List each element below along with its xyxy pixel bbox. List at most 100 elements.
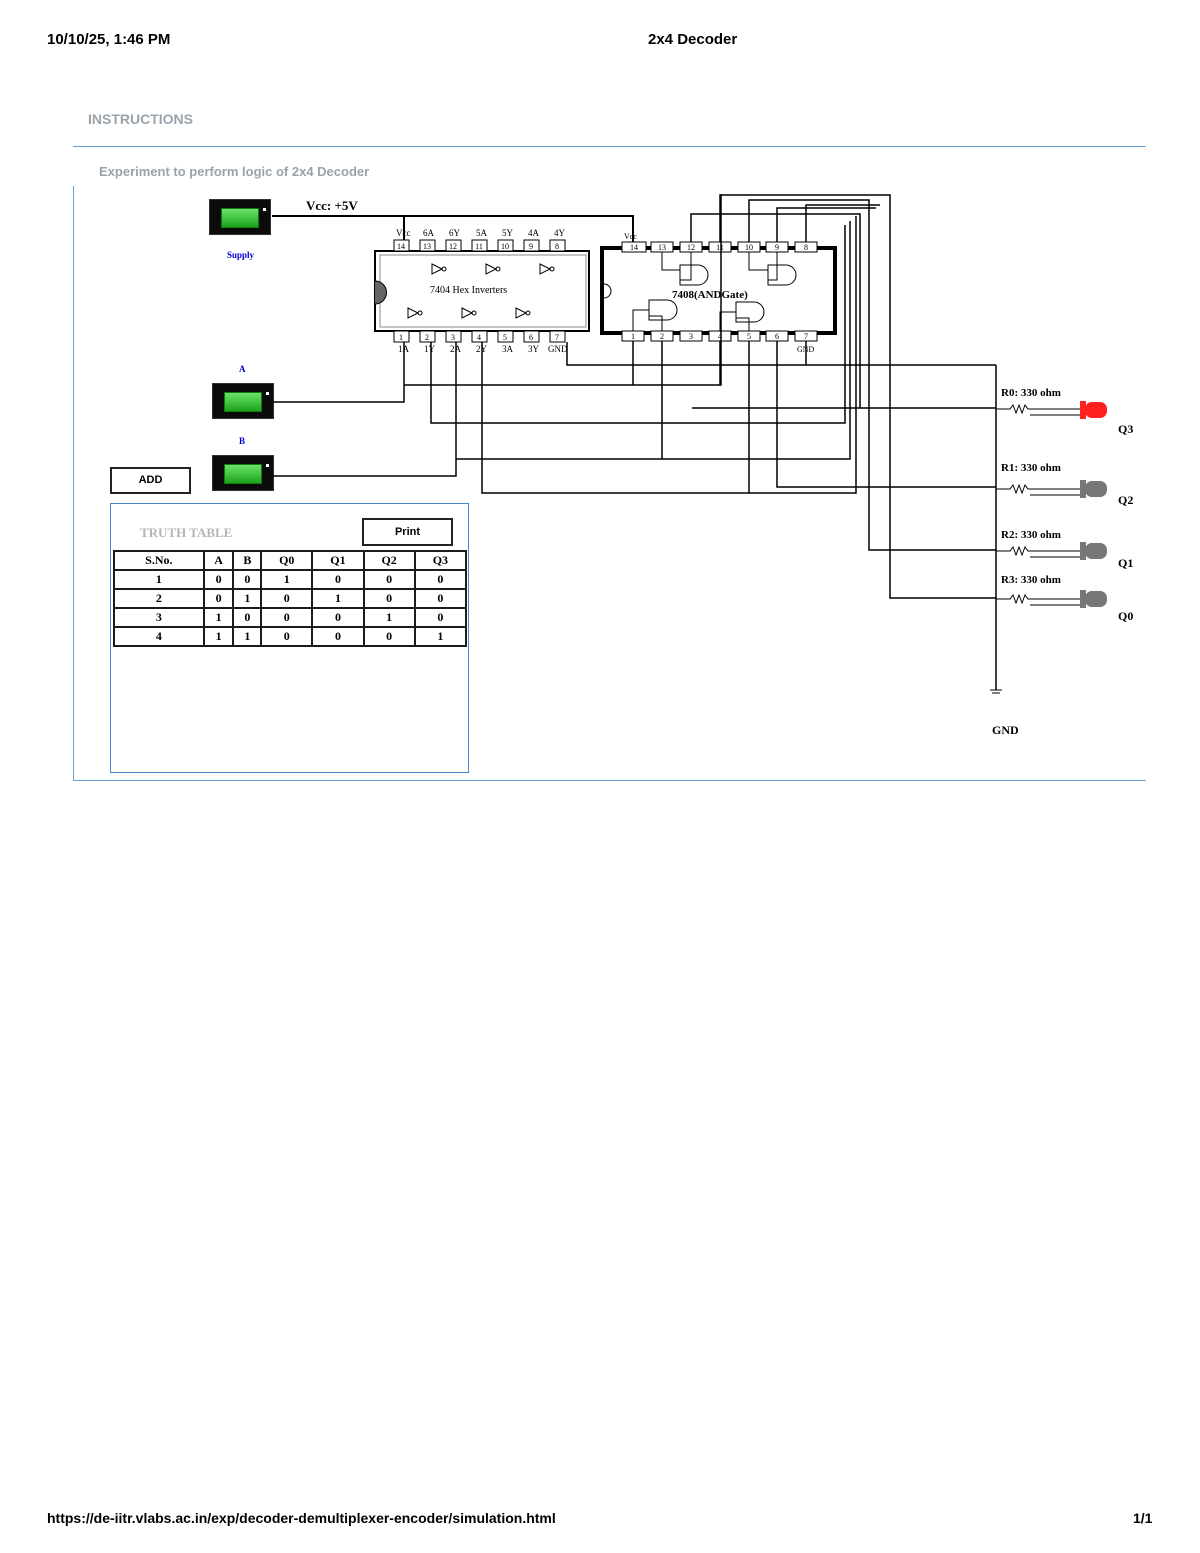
table-cell: 0 (204, 571, 233, 588)
ic7404-bottom-pin-label: 3Y (528, 344, 540, 354)
ic7408-pin-number: 4 (718, 332, 722, 341)
print-page-title: 2x4 Decoder (648, 31, 738, 48)
ic7404-pin-number: 3 (451, 333, 455, 342)
table-cell: 1 (234, 590, 261, 607)
ic7404-pin-number: 8 (555, 242, 559, 251)
ic7404-top-pin-label: 5A (476, 228, 488, 238)
led-q1-body (1085, 543, 1107, 559)
table-cell: 1 (204, 609, 233, 626)
header-q0: Q0 (262, 552, 312, 569)
table-cell: 0 (234, 609, 261, 626)
table-cell: 1 (115, 571, 203, 588)
ic7408-pin-number: 10 (745, 243, 753, 252)
led-q2-body (1085, 481, 1107, 497)
ic7408-pin-number: 5 (747, 332, 751, 341)
ic7404-pin-number: 2 (425, 333, 429, 342)
ic7408-vcc-label: Vcc (624, 232, 637, 241)
ic7404-name: 7404 Hex Inverters (430, 285, 507, 296)
print-page-number: 1/1 (1133, 1510, 1153, 1526)
ic7404-pin-number: 10 (501, 242, 509, 251)
print-datetime: 10/10/25, 1:46 PM (47, 31, 171, 48)
led-q1 (1080, 542, 1107, 560)
resistor-r2-label: R2: 330 ohm (1001, 529, 1061, 541)
header-q2: Q2 (364, 552, 414, 569)
header-q3: Q3 (415, 552, 465, 569)
ic7404-top-pin-label: 4A (528, 228, 540, 238)
top-divider (73, 146, 1146, 147)
table-cell: 0 (364, 628, 414, 645)
switch-b[interactable] (212, 455, 274, 491)
table-cell: 1 (364, 609, 414, 626)
led-q2 (1080, 480, 1107, 498)
ic7404-pin-number: 12 (449, 242, 457, 251)
gnd-label: GND (992, 723, 1019, 737)
ic7404-bottom-pin-label: GND (548, 344, 568, 354)
instructions-tab[interactable]: INSTRUCTIONS (88, 111, 193, 127)
ic7408-pin-number: 2 (660, 332, 664, 341)
truth-table-header-row: S.No. A B Q0 Q1 Q2 Q3 (115, 552, 465, 569)
ic7408-name: 7408(ANDGate) (672, 289, 748, 301)
ic7404-top-pin-label: 6Y (449, 228, 461, 238)
ic7404-pin-number: 7 (555, 333, 559, 342)
led-q0-rim (1080, 590, 1086, 608)
truth-table-panel (110, 503, 469, 773)
supply-switch-knob (221, 208, 259, 228)
ic7404-top-pin-label: 5Y (502, 228, 514, 238)
output-label-q1: Q1 (1118, 556, 1133, 570)
led-q2-rim (1080, 480, 1086, 498)
output-stage: R0: 330 ohm R1: 330 ohm R2: 330 ohm R3: … (990, 387, 1133, 737)
table-cell: 3 (115, 609, 203, 626)
ic7408-pin-number: 7 (804, 332, 808, 341)
table-cell: 0 (313, 628, 363, 645)
ic7404-pin-number: 4 (477, 333, 481, 342)
ic7404-pin-number: 9 (529, 242, 533, 251)
signal-wires (273, 194, 997, 690)
table-cell: 0 (415, 609, 465, 626)
table-cell: 0 (415, 590, 465, 607)
ic7404-top-pin-label: 4Y (554, 228, 566, 238)
table-cell: 1 (262, 571, 312, 588)
header-a: A (204, 552, 233, 569)
resistor-r3-label: R3: 330 ohm (1001, 574, 1061, 586)
switch-a[interactable] (212, 383, 274, 419)
inverter-symbols (407, 263, 555, 319)
table-row: 1 0 0 1 0 0 0 (115, 571, 465, 588)
print-url: https://de-iitr.vlabs.ac.in/exp/decoder-… (47, 1510, 556, 1526)
table-cell: 4 (115, 628, 203, 645)
supply-switch[interactable] (209, 199, 271, 235)
led-q1-rim (1080, 542, 1086, 560)
ic7408-pin-number: 12 (687, 243, 695, 252)
header-sno: S.No. (115, 552, 203, 569)
ic7408-pin-number: 13 (658, 243, 666, 252)
ic7408-pin-number: 9 (775, 243, 779, 252)
vcc-label: Vcc: +5V (306, 198, 358, 213)
table-row: 2 0 1 0 1 0 0 (115, 590, 465, 607)
switch-a-label: A (239, 364, 246, 374)
ground-symbol (990, 689, 1002, 694)
table-cell: 1 (313, 590, 363, 607)
switch-b-label: B (239, 436, 246, 446)
add-button[interactable]: ADD (110, 467, 191, 494)
ic7408-pin-number: 14 (630, 243, 638, 252)
ic7408-pin-number: 8 (804, 243, 808, 252)
truth-table-title: TRUTH TABLE (140, 525, 233, 540)
print-button[interactable]: Print (362, 518, 453, 546)
ic7404-bottom-pin-label: 3A (502, 344, 514, 354)
output-label-q2: Q2 (1118, 493, 1133, 507)
table-cell: 0 (262, 609, 312, 626)
table-cell: 0 (204, 590, 233, 607)
truth-table: S.No. A B Q0 Q1 Q2 Q3 1 0 0 1 0 0 0 2 0 … (113, 550, 467, 647)
supply-label: Supply (227, 250, 255, 260)
table-cell: 2 (115, 590, 203, 607)
led-q3 (1080, 401, 1107, 419)
ic7404-bottom-pin-label: 1Y (424, 344, 436, 354)
ic-7408: Vcc GND 14 13 12 11 10 9 8 1 2 3 4 5 6 7 (600, 232, 837, 354)
table-cell: 0 (415, 571, 465, 588)
table-cell: 0 (262, 590, 312, 607)
ic7404-top-pin-label: Vcc (396, 228, 411, 238)
table-cell: 0 (262, 628, 312, 645)
ic7408-pin-number: 6 (775, 332, 779, 341)
bottom-divider (73, 780, 1146, 781)
ic7408-pin-number: 1 (631, 332, 635, 341)
table-cell: 0 (313, 609, 363, 626)
